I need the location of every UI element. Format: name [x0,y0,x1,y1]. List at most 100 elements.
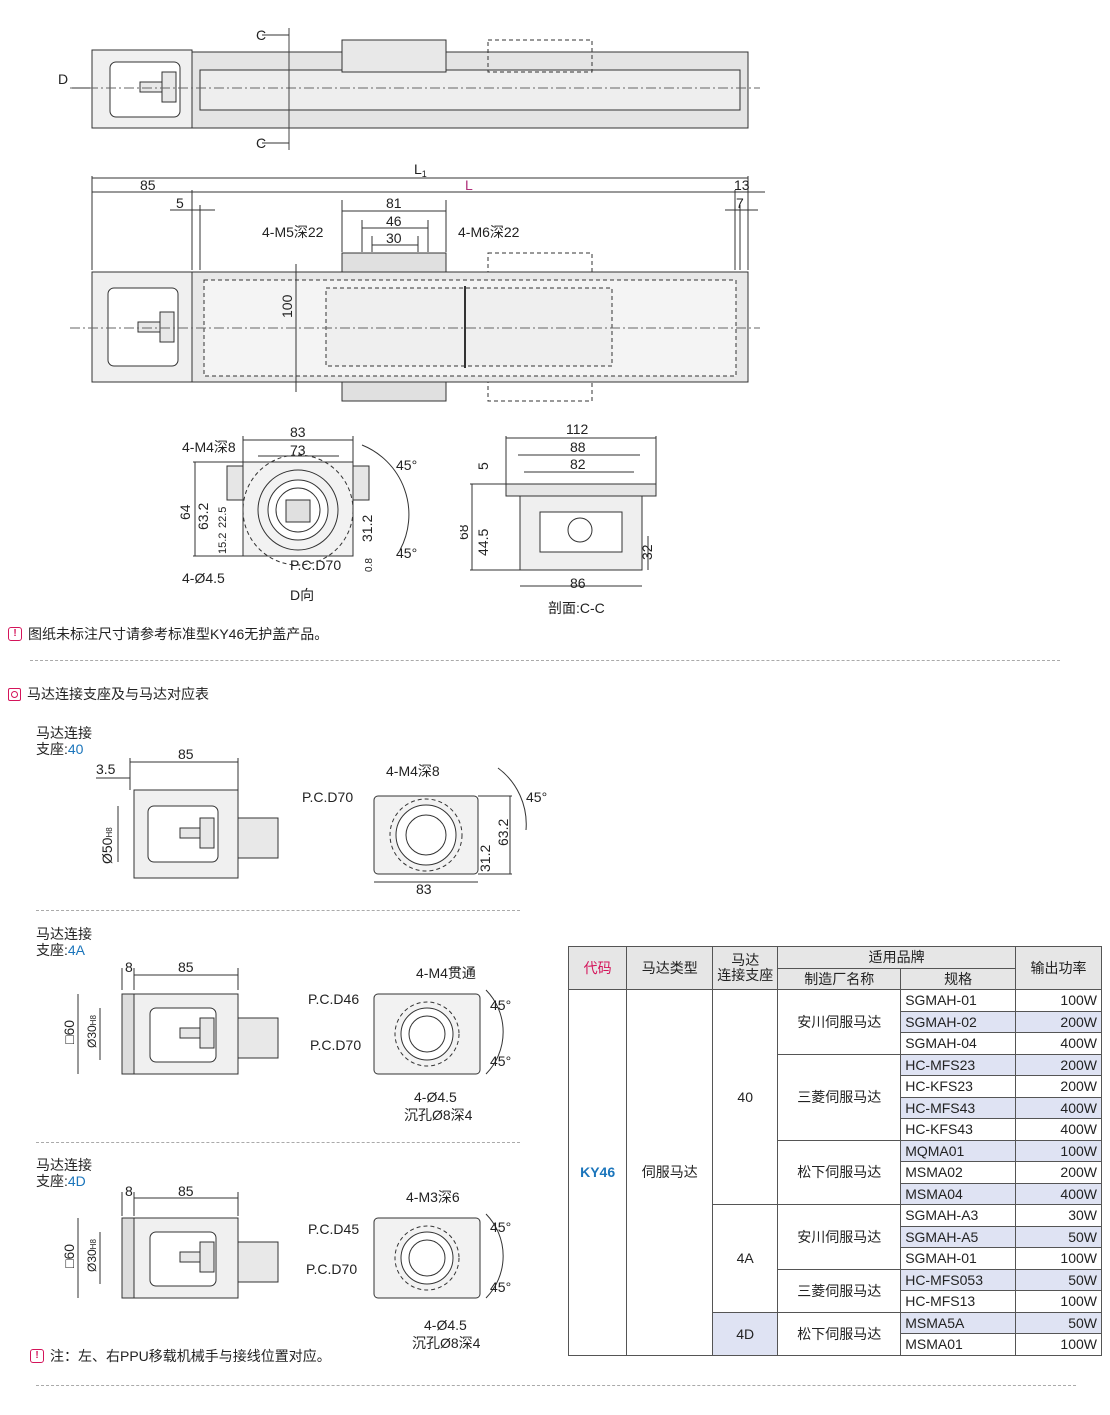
table-row: MSMA02 200W [569,1161,1102,1184]
dim-82: 82 [570,456,586,472]
callout-pcd70: P.C.D70 [310,1037,361,1053]
cell-maker: 松下伺服马达 [777,1139,902,1205]
mount-40-title: 马达连接 支座:40 [36,725,92,757]
dim-30: 30 [386,230,402,246]
dim-81: 81 [386,195,402,211]
dim-85: 85 [140,177,156,193]
dim-L1: L1 [414,161,427,179]
callout-m4: 4-M4深8 [386,763,440,779]
dim-L: L [465,177,473,193]
section-icon [8,687,21,701]
dim-100: 100 [279,294,295,318]
mount-4d-title: 马达连接 支座:4D [36,1157,92,1189]
wiring-note: ! 注：左、右PPU移载机械手与接线位置对应。 [30,1346,331,1366]
dim-44-5: 44.5 [475,529,491,556]
dim-0-8: 0.8 [364,558,375,572]
callout-hole: 4-Ø4.5 [414,1089,457,1105]
dim-63-2: 63.2 [495,819,511,846]
dim-85: 85 [178,959,194,975]
cell-maker: 三菱伺服马达 [777,1053,902,1141]
cell-maker: 安川伺服马达 [777,989,902,1055]
table-row: HC-MFS43 400W [569,1096,1102,1119]
mount-4a-title: 马达连接 支座:4A [36,926,92,958]
dim-88: 88 [570,439,586,455]
divider [36,1142,520,1143]
motor-compatibility-table: 代码 马达类型 马达 连接支座 适用品牌 输出功率 制造厂名称 规格 KY46 … [567,946,1102,1356]
divider [36,910,520,911]
table-row: SGMAH-02 200W [569,1010,1102,1033]
cell-code: KY46 [567,989,628,1356]
dim-83: 83 [416,881,432,897]
callout-m5: 4-M5深22 [262,224,324,240]
angle-45-bottom: 45° [396,545,417,561]
header-maker: 制造厂名称 [777,967,902,990]
mount-4d-drawing: 8 85 □60 Ø30H8 4-M3深6 P.C.D45 P.C.D70 45… [61,1183,511,1351]
dim-68: 68 [460,524,471,540]
callout-m4: 4-M4贯通 [416,965,476,981]
header-motor-type: 马达类型 [626,946,714,990]
dim-13: 13 [734,177,750,193]
caption-section: 剖面:C-C [548,600,605,616]
dim-8: 8 [125,959,133,975]
dim-3-5: 3.5 [96,761,116,777]
table-row: 4A 安川伺服马达 SGMAH-A3 30W [569,1204,1102,1313]
dim-85: 85 [178,746,194,762]
dim-31-2: 31.2 [359,515,375,542]
section-c-bottom-label: C [256,135,266,151]
table-row: 松下伺服马达 MQMA01 100W [569,1139,1102,1205]
cell-mount-40: 40 [712,989,779,1205]
callout-m3: 4-M3深6 [406,1189,460,1205]
angle-45-top: 45° [490,997,511,1013]
callout-hole: 4-Ø4.5 [424,1317,467,1333]
callout-hole: 4-Ø4.5 [182,570,225,586]
d-view-drawing: 4-M4深8 83 73 45° 45° 64 63.2 22.5 15.2 3… [177,424,417,603]
front-view-drawing: L1 L 85 13 5 7 81 46 30 4-M5深22 4-M6深22 … [70,161,765,402]
angle-45-top: 45° [490,1219,511,1235]
header-power: 输出功率 [1015,946,1102,990]
dim-83: 83 [290,424,306,440]
callout-pcd70: P.C.D70 [306,1261,357,1277]
dim-31-2: 31.2 [477,845,493,872]
table-row: KY46 伺服马达 40 安川伺服马达 SGMAH-01 100W [567,989,1102,1356]
header-spec: 规格 [900,967,1016,990]
angle-45: 45° [526,789,547,805]
top-view-drawing: C C D [58,27,760,151]
cell-maker: 三菱伺服马达 [777,1268,902,1313]
divider [30,660,1060,661]
dim-22-5: 22.5 [217,507,229,528]
callout-cbore: 沉孔Ø8深4 [412,1335,481,1351]
table-row: 三菱伺服马达 HC-MFS23 200W [569,1053,1102,1141]
table-row: HC-KFS23 200W [569,1075,1102,1098]
divider [36,1385,1076,1386]
table-row: SGMAH-01 100W [569,1247,1102,1270]
dim-85: 85 [178,1183,194,1199]
alert-icon: ! [30,1349,44,1363]
callout-pcd70: P.C.D70 [302,789,353,805]
dim-46: 46 [386,213,402,229]
callout-cbore: 沉孔Ø8深4 [404,1107,473,1123]
dim-sq-60: □60 [61,1244,77,1268]
section-heading: 马达连接支座及与马达对应表 [8,684,209,704]
dim-32: 32 [639,544,655,560]
dim-63-2: 63.2 [195,503,211,530]
dim-8: 8 [125,1183,133,1199]
callout-pcd46: P.C.D46 [308,991,359,1007]
cell-maker: 松下伺服马达 [777,1311,902,1356]
callout-pcd70: P.C.D70 [290,557,341,573]
dim-73: 73 [290,442,306,458]
table-row: 4D 松下伺服马达 MSMA5A 50W [569,1311,1102,1356]
header-mount: 马达 连接支座 [712,946,779,990]
angle-45-top: 45° [396,457,417,473]
cell-mount-4a: 4A [712,1204,779,1313]
mount-4a-drawing: 8 85 □60 Ø30H8 4-M4贯通 P.C.D46 P.C.D70 45… [61,959,511,1123]
view-d-label: D [58,71,68,87]
callout-pcd45: P.C.D45 [308,1221,359,1237]
caption-d-view: D向 [290,587,314,603]
section-cc-drawing: 112 88 82 5 68 44.5 32 86 剖面:C-C [460,421,657,616]
table-row: 三菱伺服马达 HC-MFS053 50W [569,1268,1102,1313]
dim-sq-60: □60 [61,1020,77,1044]
dim-dia-30: Ø30H8 [85,1239,99,1272]
dim-7: 7 [736,195,744,211]
dim-5: 5 [176,195,184,211]
header-code: 代码 [567,946,628,990]
